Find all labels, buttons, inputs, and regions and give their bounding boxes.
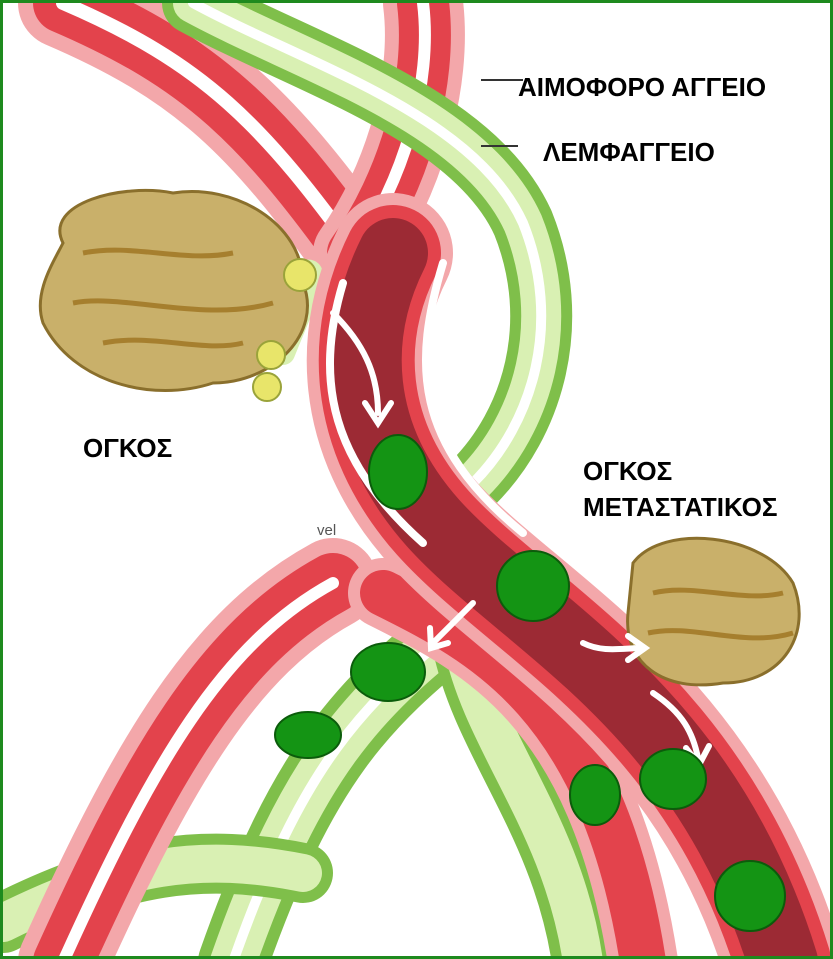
cancer-cell-icon	[497, 551, 569, 621]
fragment-text: vel	[317, 522, 336, 539]
cancer-cell-icon	[570, 765, 620, 825]
primary-tumor	[40, 190, 316, 401]
cancer-cell-icon	[369, 435, 427, 509]
cancer-cell-icon	[351, 643, 425, 701]
cancer-cell-icon	[715, 861, 785, 931]
metastatic-tumor	[628, 538, 800, 685]
metastatic-tumor-label-line2: ΜΕΤΑΣΤΑΤΙΚΟΣ	[583, 490, 777, 524]
lymph-vessel-label: ΛΕΜΦΑΓΓΕΙΟ	[543, 135, 715, 169]
cancer-cell-icon	[275, 712, 341, 758]
blood-vessel-label: ΑΙΜΟΦΟΡΟ ΑΓΓΕΙΟ	[518, 70, 766, 104]
tumor-label: ΟΓΚΟΣ	[83, 431, 172, 465]
cancer-cell-icon	[640, 749, 706, 809]
metastatic-tumor-label-line1: ΟΓΚΟΣ	[583, 454, 672, 488]
